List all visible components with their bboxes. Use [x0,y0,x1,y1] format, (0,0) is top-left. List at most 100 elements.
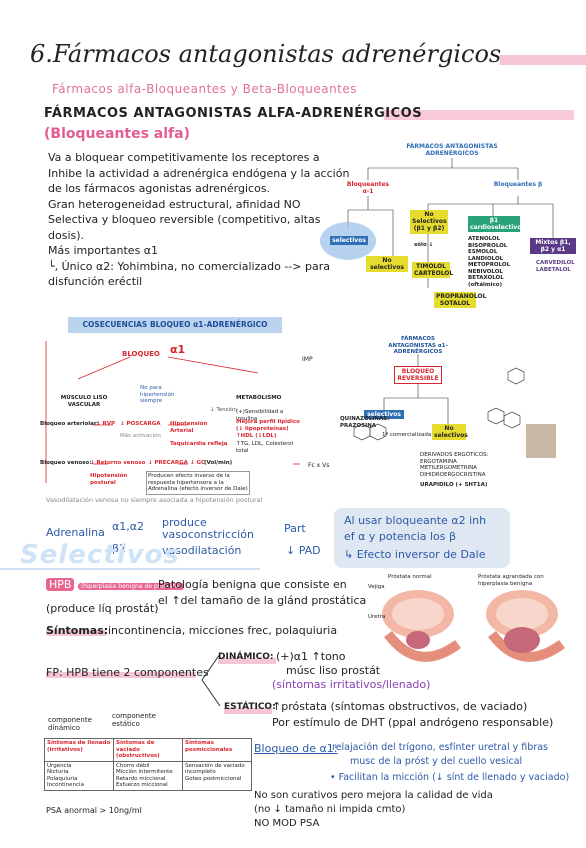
intro-paragraph: Va a bloquear competitivamente los recep… [48,150,350,290]
prostate-normal-label: Próstata normal [388,574,432,580]
consequences-header: COSECUENCIAS BLOQUEO α1-ADRENÉRGICO [68,317,282,333]
intro-line: de los fármacos agonistas adrenérgicos. [48,182,271,195]
dinamico-label: DINÁMICO: [218,652,274,662]
curativo-text2: (no ↓ tamaño ni impida cmto) [254,804,406,815]
intro-line: Selectiva y bloqueo reversible (competit… [48,213,321,226]
estatico-text: ↑próstata (síntomas obstructivos, de vac… [272,700,528,713]
dinamico-text3: (síntomas irritativos/llenado) [272,678,431,691]
hdl2-label: ↑TG, LDL, Colesterol total [236,441,294,454]
adrenalina-block: Adrenalina α1,α2 β2 produce vasoconstric… [46,516,326,566]
intro-line: Inhibe la actividad a adrenérgica endóge… [48,166,350,180]
selectivos-heading: Selectivos [20,540,180,570]
table-cell-item: Goteo postmiccional [185,775,242,782]
hdl-label: ↑HDL (↓LDL) [236,433,277,439]
adrenalina-result1: Part [284,522,306,535]
taquicardia-label: Taquicardia refleja [170,441,228,447]
lipidos-label: Mejora perfil lipídico (↓ lipoproteínas) [236,419,300,432]
retorno-label: ↓ Retorno venoso [90,460,146,466]
consequences-diagram: BLOQUEO α1 MÚSCULO LISO VASCULAR METABOL… [38,333,300,495]
adrenalina-label: Adrenalina [46,526,105,539]
intro-line: Más importantes α1 [48,244,159,257]
intro-line: Gran heterogeneidad estructural, afinida… [48,197,301,211]
adrenalina-vaso2: vasodilatación [162,544,242,557]
table-cell-item: Micción intermitente [116,769,173,775]
prostate-enlarged-image: Próstata agrandada con hiperplasia benig… [470,574,574,674]
alpha1-bloqueo-reversible: BLOQUEO REVERSIBLE [394,366,442,384]
table-header: Síntomas de vaciado (obstructivos) [113,738,183,762]
alpha1-drug-tree: FÁRMACOS ANTAGONISTAS α1- ADRENÉRGICOS B… [338,332,572,502]
adrenalina-vaso1: vasoconstricción [162,528,254,541]
metabolismo-label: METABOLISMO [236,395,282,401]
fc-label: Fc x Vs [308,462,330,469]
prostate-normal-image: Próstata normal Vejiga Uretra [368,574,468,674]
table-caption-estatico: componente estático [112,712,156,728]
rvp-label: ↓ RVP [96,421,116,427]
postcarga-label: ↓ POSCARGA [120,421,161,427]
sintomas-text: incontinencia, micciones frec, polaquiur… [108,624,338,637]
bloqueo-label: BLOQUEO [122,350,160,358]
hpb-row: HPB (hiperplasia benigna de próstata) [46,578,366,593]
adrenalina-alpha: α1,α2 [112,520,144,533]
alpha-label: α1 [170,343,186,356]
tree-alpha: Bloqueantes α-1 [346,181,390,195]
fp-highlight [46,672,196,678]
tree-no-selectivos: No selectivos [366,256,408,272]
estatico-text2: Por estímulo de DHT (ppal andrógeno resp… [272,716,554,729]
table-header-row: Síntomas de llenado (irritativos) Síntom… [44,738,252,762]
section-heading: FÁRMACOS ANTAGONISTAS ALFA-ADRENÉRGICOS [44,106,423,121]
page-title: 6.Fármacos antagonistas adrenérgicos [30,40,502,68]
consequences-arrows [45,341,300,483]
table-cell-item: Chorro débil [116,762,150,769]
section-subheading: (Bloqueantes alfa) [44,126,190,142]
tree-timolol-note: sólo ↓ [414,242,434,248]
estatico-label: ESTÁTICO: [224,702,276,712]
intro-line: dosis). [48,228,85,242]
table-header: Síntomas posmiccionales [182,738,252,762]
table-cell-item: Polaquiuria [47,775,78,782]
table-cell-item: Esfuerzo miccional [116,782,168,788]
tree-timolol: TIMOLOL CARTEOLOL [412,262,454,278]
table-cell-item: Urgencia [47,762,72,769]
table-cell-item: Nicturia [47,769,69,775]
prostate-normal-illustration [382,590,461,662]
selectivos-underline [0,568,260,570]
alpha1-tree-root: FÁRMACOS ANTAGONISTAS α1- ADRENÉRGICOS [388,336,448,355]
consequences-caption: Vasodilatación venosa no siempre asociad… [46,496,263,504]
fp-label: FP: HPB tiene 2 componentes [46,666,209,679]
bloqueo-alpha1-text3: • Facilitan la micción (↓ sínt de llenad… [330,772,570,783]
hipotension-label: Hipotensión Arterial [170,421,208,434]
bloqueo-arteriolar: Bloqueo arteriolar: [40,421,99,427]
psa-note: PSA anormal > 10ng/ml [46,806,142,815]
adrenalina-result2: ↓ PAD [286,544,321,557]
intro-line: └, Único α2: Yohimbina, no comercializad… [48,259,330,273]
hpb-badge: HPB [46,578,75,591]
hpb-paren: (hiperplasia benigna de próstata) [77,583,185,590]
estatico-highlight [224,708,272,714]
insulina-label: (+)Sensibilidad a insulina [236,409,284,422]
tree-selectivos: selectivos [330,236,368,245]
dale-effect-note: Al usar bloqueante α2 inh ef α y potenci… [334,508,510,568]
heading-highlight [384,110,574,120]
page-subtitle: Fármacos alfa-Bloqueantes y Beta-Bloquea… [52,82,358,96]
vol-label: (Vol/min) [204,460,233,466]
curativo-text3: NO MOD PSA [254,818,320,829]
tree-beta1-list: ATENOLOL BISOPROLOL ESMOLOL LANDIOLOL ME… [468,236,511,288]
sintomas-highlight [46,630,106,636]
intro-line: disfunción eréctil [48,275,143,288]
dale-line: ↳ Efecto inversor de Dale [344,548,486,561]
urapidilo-label: URAPIDILO (+ 5HT1A) [420,482,488,488]
classification-tree: FÁRMACOS ANTAGONISTAS ADRENÉRGICOS Bloqu… [318,138,586,313]
hpb-produce: (produce líq prostát) [46,602,159,615]
hpb-desc1: Patología benigna que consiste en [158,578,347,591]
tree-root: FÁRMACOS ANTAGONISTAS ADRENÉRGICOS [406,143,498,157]
precarga-label: ↓ PRECARGA [148,460,188,466]
bloqueo-alpha1-text2: musc de la próst y del cuello vesical [350,756,523,767]
dale-line: ef α y potencia los β [344,530,457,543]
alpha1-selectivos: selectivos [364,410,404,419]
table-cell-item: Sensación de vaciado incompleto [185,762,245,776]
quinazolinas-label: QUINAZOLINAS:PRAZOSINA [340,416,390,429]
table-caption-dinamico: componente dinámico [48,716,92,732]
prostate-enlarged-label: Próstata agrandada con hiperplasia benig… [478,574,544,587]
adrenalina-produce: produce [162,516,207,529]
dinamico-highlight [218,658,276,664]
